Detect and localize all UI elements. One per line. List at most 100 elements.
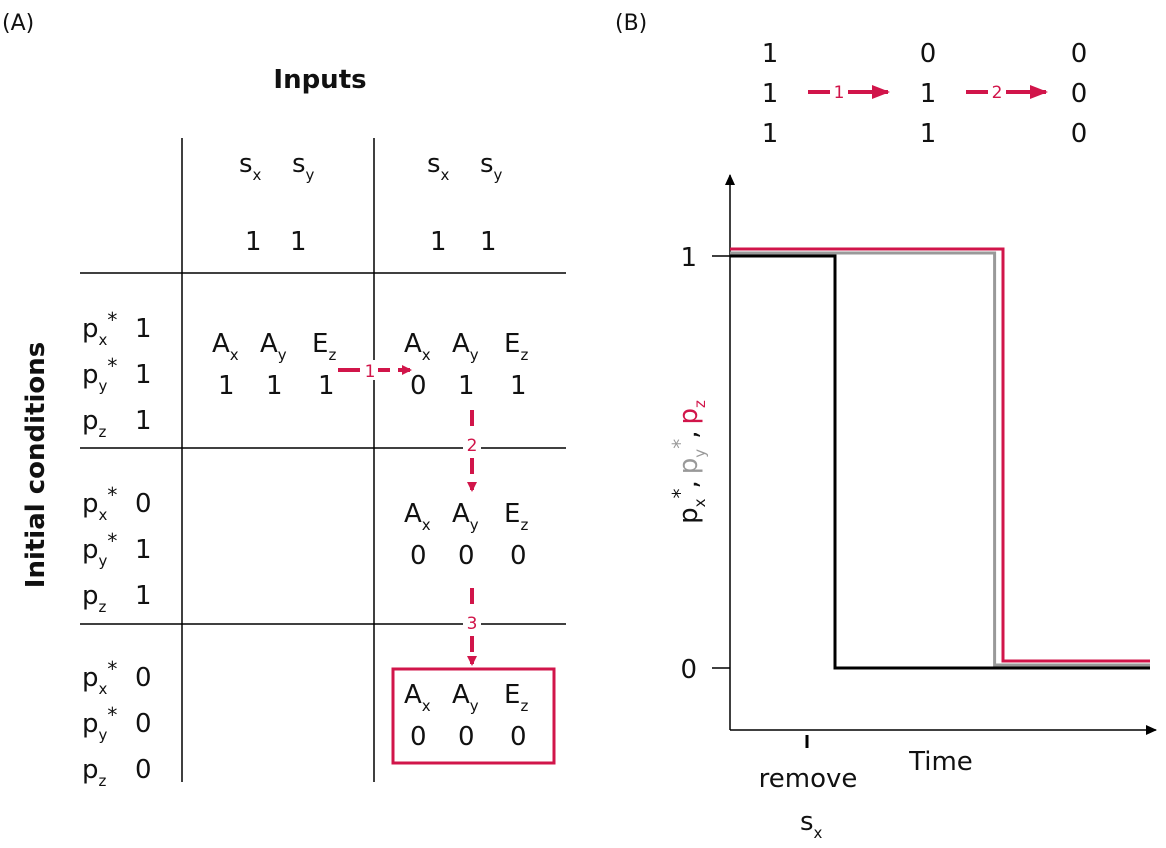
y-axis-label: px*,py*,pz [668,400,709,524]
state-sequence: 1 1 1 0 1 1 0 0 0 [762,39,1088,149]
x-axis-label: Time [908,747,973,777]
svg-text:2: 2 [992,83,1003,103]
state-cell-2: Ax 0 Ay 1 Ez 1 [404,329,528,401]
initial-var-2-2: py* [82,529,117,570]
initial-var-1-3: pz [82,406,107,441]
cell-header-2-3: Ez [504,329,528,364]
initial-value-1-3: 1 [135,406,152,436]
cell-header-1-1: Ax [212,329,239,364]
cell-value-1-3: 1 [318,371,335,401]
state-value-3-3: 0 [1071,119,1088,149]
cell-header-4-3: Ez [504,680,528,715]
svg-text:2: 2 [467,436,478,456]
initial-var-3-2: py* [82,703,117,744]
cell-header-4-1: Ax [404,680,431,715]
cell-header-2-1: Ax [404,329,431,364]
cell-value-4-2: 0 [458,722,475,752]
cell-header-3-3: Ez [504,499,528,534]
panel-b: (B) 1 1 1 0 1 1 0 0 0 1 2 1 0 Time remove sx px*… [615,11,1157,842]
state-value-1-1: 1 [762,39,779,69]
initial-value-3-3: 0 [135,755,152,785]
initial-value-2-3: 1 [135,581,152,611]
initial-var-2-3: pz [82,581,107,616]
cell-value-3-2: 0 [458,541,475,571]
svg-text:1: 1 [245,227,262,257]
cell-header-3-1: Ax [404,499,431,534]
cell-header-3-2: Ay [452,499,479,534]
state-cell-3: Ax 0 Ay 0 Ez 0 [404,499,528,571]
svg-text:1: 1 [834,83,845,103]
initial-row-1: px* 1 py* 1 pz 1 [82,308,152,441]
series-line-pz [730,247,1150,663]
initial-var-1-2: py* [82,354,117,395]
panel-a-label: (A) [2,11,34,36]
initial-conditions-title: Initial conditions [21,342,51,588]
state-value-2-3: 1 [920,119,937,149]
initial-var-3-1: px* [82,657,117,698]
initial-row-3: px* 0 py* 0 pz 0 [82,657,152,790]
series-line-py-star [730,251,1150,667]
event-var: sx [800,807,823,842]
y-tick-label-0: 0 [680,655,697,685]
initial-value-1-2: 1 [135,360,152,390]
state-value-2-2: 1 [920,79,937,109]
svg-text:sx: sx [239,149,262,184]
svg-text:sy: sy [292,149,315,184]
inputs-title: Inputs [273,65,366,95]
svg-text:sy: sy [480,149,503,184]
input-header-col-2: sx sy 1 1 [427,149,503,257]
initial-var-2-1: px* [82,483,117,524]
state-step-arrow-1: 1 [808,80,890,103]
initial-var-3-3: pz [82,755,107,790]
table-grid [80,138,566,782]
initial-value-1-1: 1 [135,314,152,344]
svg-text:1: 1 [290,227,307,257]
cell-value-4-3: 0 [510,722,527,752]
svg-text:1: 1 [365,362,376,382]
input-header-col-1: sx sy 1 1 [239,149,315,257]
panel-a: (A) Inputs Initial conditions sx sy 1 1 … [2,11,566,790]
initial-value-3-1: 0 [135,663,152,693]
cell-header-1-2: Ay [260,329,287,364]
cell-value-1-2: 1 [266,371,283,401]
cell-value-4-1: 0 [410,722,427,752]
state-step-arrow-2: 2 [966,80,1048,103]
step-arrow-3: 3 [463,588,481,666]
svg-text:1: 1 [430,227,447,257]
initial-condition-rows: px* 1 py* 1 pz 1 px* 0 py* 1 pz 1 px* 0 py* 0 pz 0 [82,308,152,790]
svg-text:sx: sx [427,149,450,184]
state-value-1-3: 1 [762,119,779,149]
initial-row-2: px* 0 py* 1 pz 1 [82,483,152,616]
plot-axes [712,174,1157,748]
initial-value-3-2: 0 [135,709,152,739]
cell-value-2-1: 0 [410,371,427,401]
step-arrow-1: 1 [338,360,412,382]
state-value-3-1: 0 [1071,39,1088,69]
initial-var-1-1: px* [82,308,117,349]
panel-b-label: (B) [615,11,647,36]
cell-value-2-2: 1 [458,371,475,401]
y-tick-label-1: 1 [680,243,697,273]
state-value-2-1: 0 [920,39,937,69]
cell-value-3-3: 0 [510,541,527,571]
final-state-highlight [391,667,556,765]
state-cell-4: Ax 0 Ay 0 Ez 0 [404,680,528,752]
series-line-px-star [730,254,1150,670]
plot-series [730,247,1150,670]
initial-value-2-1: 0 [135,489,152,519]
cell-value-1-1: 1 [218,371,235,401]
cell-header-4-2: Ay [452,680,479,715]
svg-text:3: 3 [467,614,478,634]
cell-value-2-3: 1 [510,371,527,401]
svg-text:1: 1 [480,227,497,257]
step-arrow-2: 2 [463,410,481,492]
state-value-3-2: 0 [1071,79,1088,109]
event-label: remove [759,764,858,794]
cell-header-2-2: Ay [452,329,479,364]
state-value-1-2: 1 [762,79,779,109]
initial-value-2-2: 1 [135,535,152,565]
cell-value-3-1: 0 [410,541,427,571]
